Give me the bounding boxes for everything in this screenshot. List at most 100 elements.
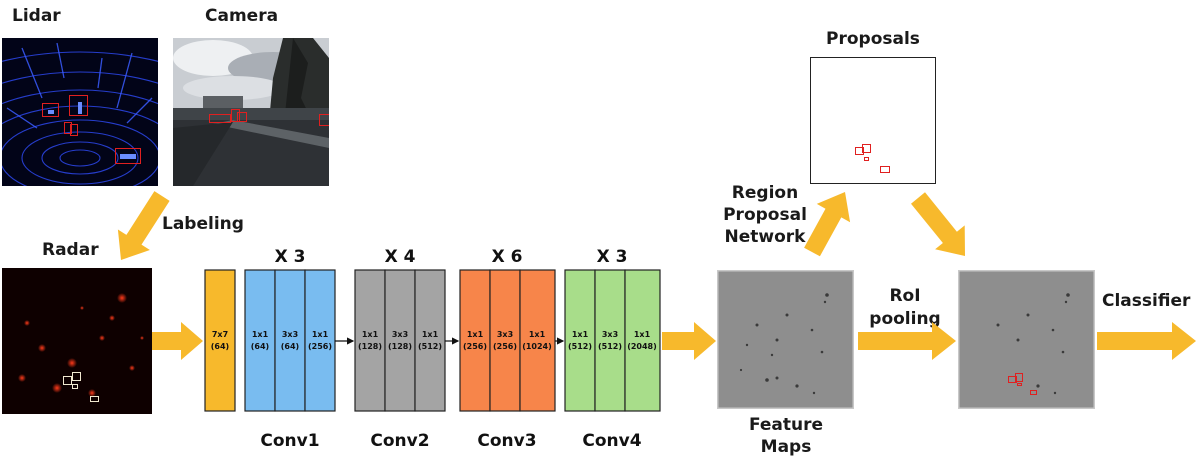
conv3-cell-3-kernel: 1x1 xyxy=(529,330,546,339)
camera-box-4 xyxy=(319,114,329,126)
conv3-cell-3 xyxy=(519,269,556,412)
conv2-name: Conv2 xyxy=(370,431,429,451)
proposals-to-roi-arrow xyxy=(911,192,965,256)
conv3-cell-1-kernel: 1x1 xyxy=(467,330,484,339)
conv2-repeat: X 4 xyxy=(385,247,416,267)
conv2-cell-2 xyxy=(384,269,416,412)
lidar-box-5 xyxy=(115,148,141,164)
conv1-repeat: X 3 xyxy=(275,247,306,267)
rpn-label: Region Proposal Network xyxy=(723,182,807,248)
rpn-line-3: Network xyxy=(724,227,806,247)
conv1-cell-3-kernel: 1x1 xyxy=(312,330,329,339)
conv2-cell-2-kernel: 3x3 xyxy=(392,330,408,339)
roi-pooling-label: RoI pooling xyxy=(869,285,940,331)
radar-to-net-arrow xyxy=(152,322,203,360)
conv3-cell-1-channels: (256) xyxy=(463,342,487,351)
feature-maps-line-1: Feature xyxy=(748,415,824,435)
rpn-line-2: Proposal xyxy=(723,205,807,225)
roi-box-2 xyxy=(1015,373,1023,382)
conv2-cell-2-channels: (128) xyxy=(388,342,412,351)
conv4-repeat: X 3 xyxy=(597,247,628,267)
conv4-cell-3-kernel: 1x1 xyxy=(634,330,651,339)
roi-line-1: RoI xyxy=(889,286,921,306)
radar-box-4 xyxy=(90,396,99,402)
flow-arrows xyxy=(117,191,1196,360)
roi-pooled-texture xyxy=(958,270,1095,409)
roi-box-4 xyxy=(1030,390,1037,395)
labeling-label: Labeling xyxy=(162,214,244,234)
conv1-block: 1x1 (64) 3x3 (64) 1x1 (256) xyxy=(244,269,336,412)
conv2-cell-1-channels: (128) xyxy=(358,342,382,351)
conv3-cell-2-kernel: 3x3 xyxy=(497,330,513,339)
stem-kernel: 7x7 xyxy=(212,330,228,339)
conv1-cell-3-channels: (256) xyxy=(308,342,332,351)
radar-box-1 xyxy=(63,376,72,385)
feature-maps-line-2: Maps xyxy=(760,437,812,457)
conv3-block: 1x1 (256) 3x3 (256) 1x1 (1024) xyxy=(459,269,556,412)
conv3-cell-2 xyxy=(489,269,521,412)
conv4-cell-3 xyxy=(624,269,661,412)
lidar-label: Lidar xyxy=(12,6,61,26)
proposals-panel xyxy=(810,57,936,184)
lidar-box-3 xyxy=(64,122,72,134)
conv4-cell-2 xyxy=(594,269,626,412)
camera-scene xyxy=(173,38,329,186)
rpn-line-1: Region xyxy=(731,183,799,203)
radar-image xyxy=(2,268,152,414)
radar-box-2 xyxy=(72,372,81,381)
conv2-block: 1x1 (128) 3x3 (128) 1x1 (512) xyxy=(354,269,446,412)
camera-image xyxy=(173,38,329,186)
classifier-label: Classifier xyxy=(1102,291,1191,311)
conv1-name: Conv1 xyxy=(260,431,319,451)
conv4-name: Conv4 xyxy=(582,431,641,451)
roi-box-3 xyxy=(1017,383,1022,386)
residual-blocks: 1x1 (64) 3x3 (64) 1x1 (256) 1x1 (128) 3x… xyxy=(244,269,661,412)
roi-box-1 xyxy=(1008,376,1017,383)
lidar-box-4 xyxy=(70,124,78,136)
camera-box-1 xyxy=(209,114,231,123)
conv4-cell-1 xyxy=(564,269,596,412)
conv4-cell-3-channels: (2048) xyxy=(627,342,657,351)
proposal-box-3 xyxy=(864,157,869,161)
feature-maps-texture xyxy=(717,270,854,409)
conv4-cell-1-kernel: 1x1 xyxy=(572,330,589,339)
conv1-cell-2-channels: (64) xyxy=(281,342,299,351)
net-to-features-arrow xyxy=(662,322,716,360)
labeling-arrow xyxy=(117,191,170,260)
lidar-pointcloud xyxy=(2,38,158,186)
camera-box-3 xyxy=(237,112,247,122)
conv3-cell-2-channels: (256) xyxy=(493,342,517,351)
proposal-box-4 xyxy=(880,166,890,173)
proposal-box-1 xyxy=(855,147,864,155)
block-names: Conv1 Conv2 Conv3 Conv4 xyxy=(260,431,641,451)
conv3-repeat: X 6 xyxy=(492,247,523,267)
conv3-cell-3-channels: (1024) xyxy=(522,342,552,351)
conv4-cell-1-channels: (512) xyxy=(568,342,592,351)
radar-box-3 xyxy=(72,384,78,389)
camera-label: Camera xyxy=(205,6,279,26)
feature-maps-image xyxy=(717,270,854,409)
conv2-cell-1-kernel: 1x1 xyxy=(362,330,379,339)
stem-block: 7x7 (64) xyxy=(204,269,236,412)
repeat-labels: X 3 X 4 X 6 X 3 xyxy=(275,247,628,267)
conv3-name: Conv3 xyxy=(477,431,536,451)
lidar-image xyxy=(2,38,158,186)
conv1-cell-2-kernel: 3x3 xyxy=(282,330,298,339)
conv4-block: 1x1 (512) 3x3 (512) 1x1 (2048) xyxy=(564,269,661,412)
roi-line-2: pooling xyxy=(869,309,941,329)
classifier-arrow xyxy=(1097,322,1196,360)
stem-channels: (64) xyxy=(211,342,229,351)
radar-label: Radar xyxy=(42,240,99,260)
conv3-cell-1 xyxy=(459,269,491,412)
proposals-label: Proposals xyxy=(826,29,920,49)
lidar-box-1 xyxy=(42,103,59,117)
rpn-arrow xyxy=(804,192,851,257)
lidar-box-2 xyxy=(69,95,88,116)
roi-pooling-arrow xyxy=(858,322,956,360)
conv2-cell-3 xyxy=(414,269,446,412)
conv4-cell-2-kernel: 3x3 xyxy=(602,330,618,339)
conv1-cell-1-kernel: 1x1 xyxy=(252,330,269,339)
conv1-cell-1 xyxy=(244,269,276,412)
